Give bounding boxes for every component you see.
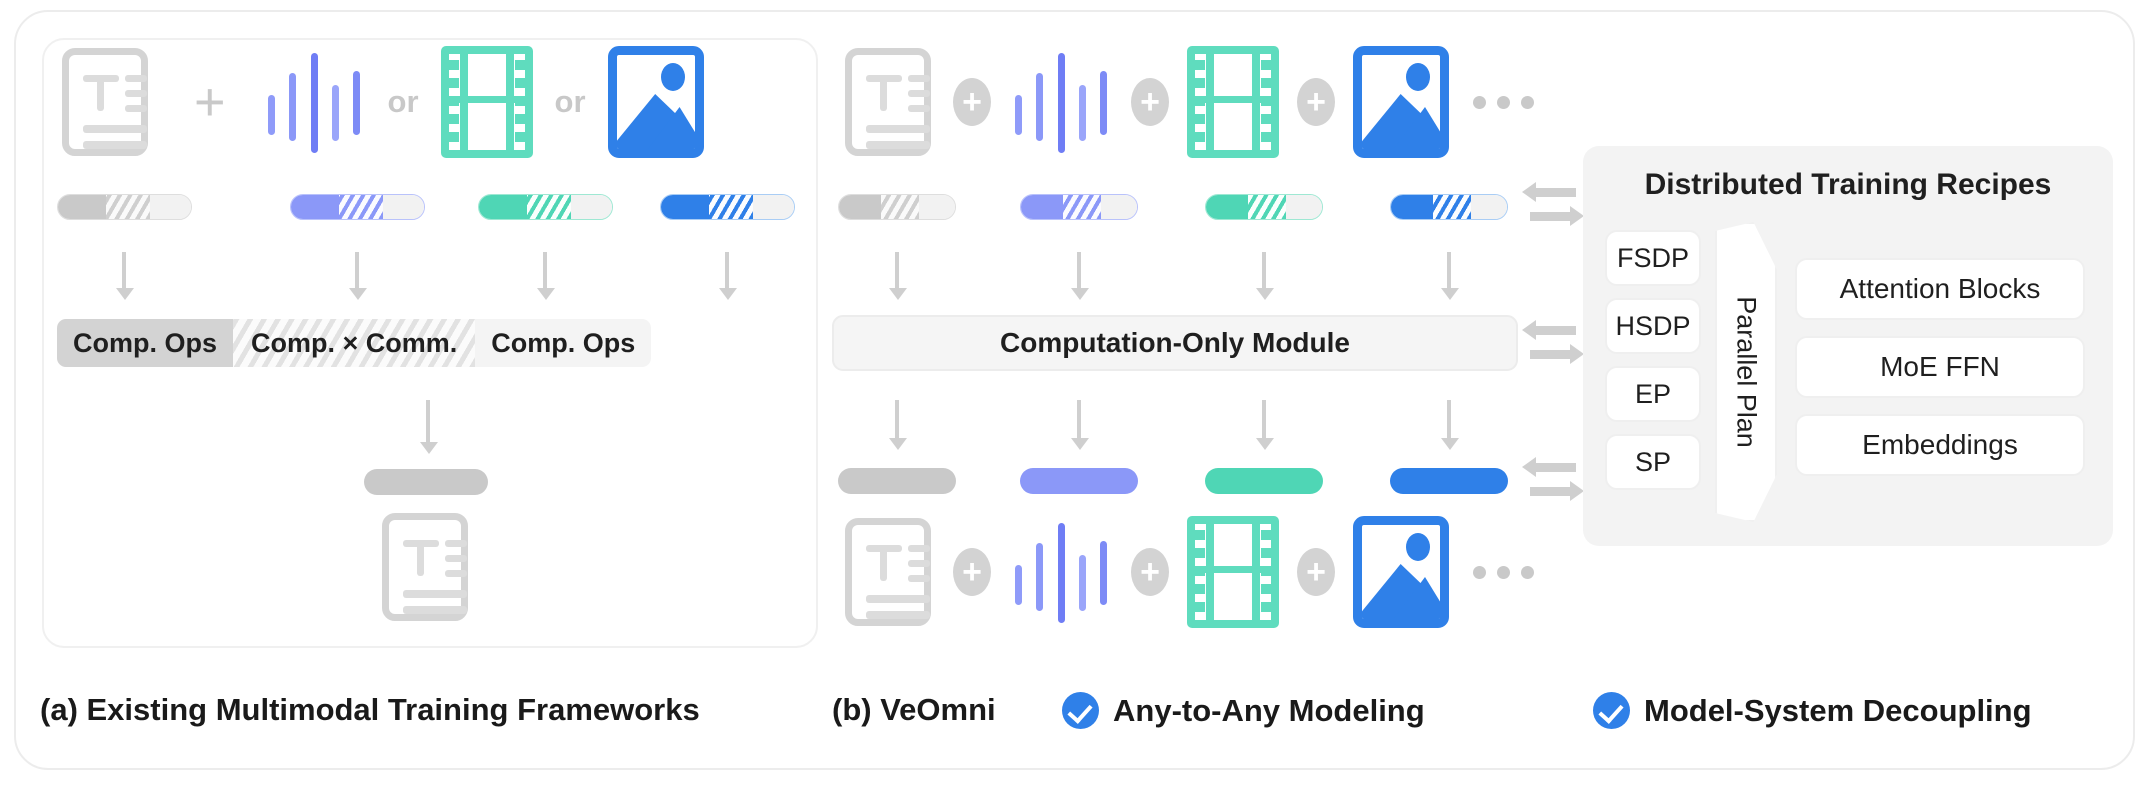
arrow-down-icon <box>349 252 367 300</box>
output-text-document-icon <box>382 513 468 621</box>
ellipsis-icon <box>1473 95 1534 109</box>
progress-pill-image <box>1390 194 1508 220</box>
badge-any-to-any-modeling: Any-to-Any Modeling <box>1062 692 1425 729</box>
progress-pill-video <box>1205 194 1323 220</box>
recipes-title: Distributed Training Recipes <box>1644 168 2052 201</box>
caption-panel-a: (a) Existing Multimodal Training Framewo… <box>40 692 700 728</box>
module-block-embeddings[interactable]: Embeddings <box>1795 414 2085 476</box>
badge-model-system-decoupling: Model-System Decoupling <box>1593 692 2032 729</box>
exchange-arrows-icon <box>1522 180 1584 232</box>
arrow-down-icon <box>719 252 737 300</box>
computation-only-module: Computation-Only Module <box>832 315 1518 371</box>
plus-circle-icon: + <box>1297 548 1335 596</box>
model-module-list: Attention Blocks MoE FFN Embeddings <box>1795 258 2085 492</box>
strategy-chip-ep[interactable]: EP <box>1605 366 1701 422</box>
image-picture-icon <box>1353 516 1449 628</box>
panel-b-output-modality-row: + + + <box>845 512 1545 632</box>
strategy-chip-hsdp[interactable]: HSDP <box>1605 298 1701 354</box>
module-block-attention[interactable]: Attention Blocks <box>1795 258 2085 320</box>
arrow-down-icon <box>1256 400 1274 450</box>
arrow-down-icon <box>889 252 907 300</box>
film-video-icon <box>440 46 533 158</box>
arrow-down-icon <box>537 252 555 300</box>
comp-comm-segment: Comp. × Comm. <box>233 319 476 367</box>
image-picture-icon <box>1353 46 1449 158</box>
audio-waveform-icon <box>1013 517 1113 627</box>
plus-circle-icon: + <box>1131 78 1169 126</box>
module-block-moe-ffn[interactable]: MoE FFN <box>1795 336 2085 398</box>
or-operator-label-2: or <box>554 84 586 119</box>
image-picture-icon <box>607 46 704 158</box>
film-video-icon <box>1187 516 1279 628</box>
progress-pill-audio <box>290 194 425 220</box>
plus-circle-icon: + <box>953 548 991 596</box>
output-pill-image <box>1390 468 1508 494</box>
arrow-down-icon <box>889 400 907 450</box>
comp-ops-segment-1: Comp. Ops <box>57 319 234 367</box>
output-pill-text <box>838 468 956 494</box>
badge-label-model-system: Model-System Decoupling <box>1644 692 2032 728</box>
output-pill-text <box>364 469 488 495</box>
arrow-down-icon <box>116 252 134 300</box>
exchange-arrows-icon <box>1522 318 1584 370</box>
plus-circle-icon: + <box>1297 78 1335 126</box>
caption-panel-b-label: (b) VeOmni <box>832 692 996 727</box>
text-document-icon <box>845 518 931 626</box>
text-document-icon <box>62 48 148 156</box>
arrow-down-icon <box>1441 400 1459 450</box>
parallel-strategy-list: FSDP HSDP EP SP <box>1605 230 1701 502</box>
audio-waveform-icon <box>1013 47 1113 157</box>
text-document-icon <box>845 48 931 156</box>
parallel-plan-banner: Parallel Plan <box>1715 222 1777 522</box>
plus-operator-icon: + <box>194 72 226 132</box>
plus-circle-icon: + <box>953 78 991 126</box>
caption-panel-b: (b) VeOmni <box>832 692 996 728</box>
progress-pill-audio <box>1020 194 1138 220</box>
distributed-training-recipes-panel: Distributed Training Recipes FSDP HSDP E… <box>1583 146 2113 546</box>
progress-pill-text <box>838 194 956 220</box>
arrow-down-icon <box>1441 252 1459 300</box>
arrow-down-icon <box>1256 252 1274 300</box>
check-circle-icon <box>1593 692 1630 729</box>
check-circle-icon <box>1062 692 1099 729</box>
panel-b-input-modality-row: + + + <box>845 42 1545 162</box>
panel-a-modality-row: + or or <box>62 42 802 162</box>
arrow-down-icon <box>1071 400 1089 450</box>
film-video-icon <box>1187 46 1279 158</box>
parallel-plan-label: Parallel Plan <box>1731 296 1762 448</box>
strategy-chip-sp[interactable]: SP <box>1605 434 1701 490</box>
comp-ops-segment-3: Comp. Ops <box>475 319 652 367</box>
strategy-chip-fsdp[interactable]: FSDP <box>1605 230 1701 286</box>
output-pill-video <box>1205 468 1323 494</box>
progress-pill-image <box>660 194 795 220</box>
caption-panel-a-label: (a) Existing Multimodal Training Framewo… <box>40 692 700 727</box>
ellipsis-icon <box>1473 565 1534 579</box>
badge-label-any-to-any: Any-to-Any Modeling <box>1113 692 1425 728</box>
arrow-down-icon <box>1071 252 1089 300</box>
output-pill-audio <box>1020 468 1138 494</box>
progress-pill-video <box>478 194 613 220</box>
caption-row: (a) Existing Multimodal Training Framewo… <box>0 686 2149 746</box>
plus-circle-icon: + <box>1131 548 1169 596</box>
progress-pill-text <box>57 194 192 220</box>
arrow-down-icon <box>420 400 438 454</box>
comp-ops-bar: Comp. Ops Comp. × Comm. Comp. Ops <box>57 319 652 367</box>
or-operator-label-1: or <box>387 84 419 119</box>
exchange-arrows-icon <box>1522 455 1584 507</box>
audio-waveform-icon <box>266 47 366 157</box>
